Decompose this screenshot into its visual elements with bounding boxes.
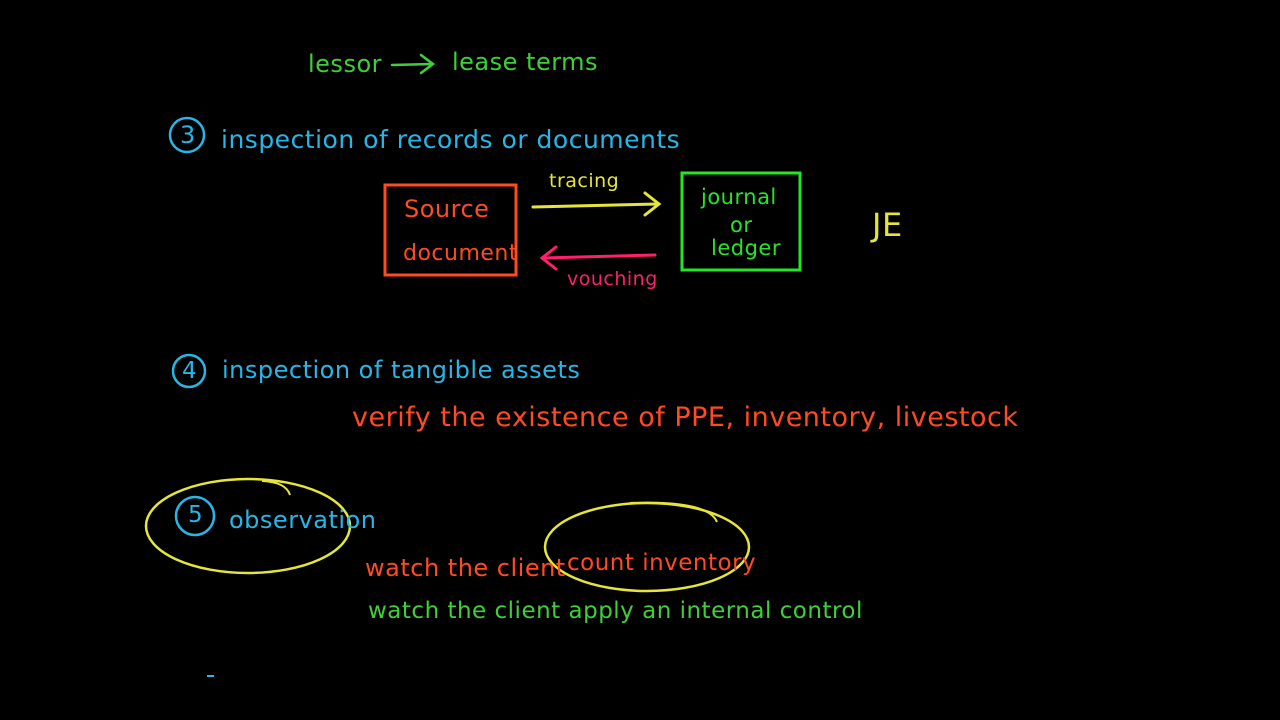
journal-box-line3: ledger [711,236,781,260]
vouching-arrow [539,245,657,271]
count-inventory-ellipse-tail [629,501,718,523]
tracing-label: tracing [549,170,620,192]
item5-note1-highlight: count inventory [567,550,757,576]
journal-box-line2: or [730,213,753,237]
source-box-line2: document [403,241,518,266]
number-4: 4 [182,358,198,384]
number-5-circle [174,495,216,537]
source-document-box [383,183,518,277]
count-inventory-highlight-ellipse [543,501,751,593]
lessor-label: lessor [308,50,382,78]
journal-box-line1: journal [701,185,777,209]
item4-note: verify the existence of PPE, inventory, … [352,402,1019,433]
observation-highlight-ellipse [144,477,352,575]
lease-terms-label: lease terms [452,48,599,76]
item5-note1-prefix: watch the client [365,554,566,582]
tracing-arrow [531,191,662,217]
item4-title: inspection of tangible assets [222,356,581,384]
source-box-line1: Source [404,195,490,223]
item3-title: inspection of records or documents [221,125,681,154]
number-3-circle [168,116,206,154]
number-3: 3 [180,121,196,149]
item5-note2: watch the client apply an internal contr… [368,598,863,624]
lessor-arrow [390,53,436,75]
observation-ellipse-tail [261,480,291,496]
je-label: JE [872,206,903,244]
journal-ledger-box [680,171,802,272]
item5-title: observation [229,506,377,534]
number-5: 5 [188,502,204,528]
number-4-circle [171,353,207,389]
vouching-label: vouching [567,268,658,290]
